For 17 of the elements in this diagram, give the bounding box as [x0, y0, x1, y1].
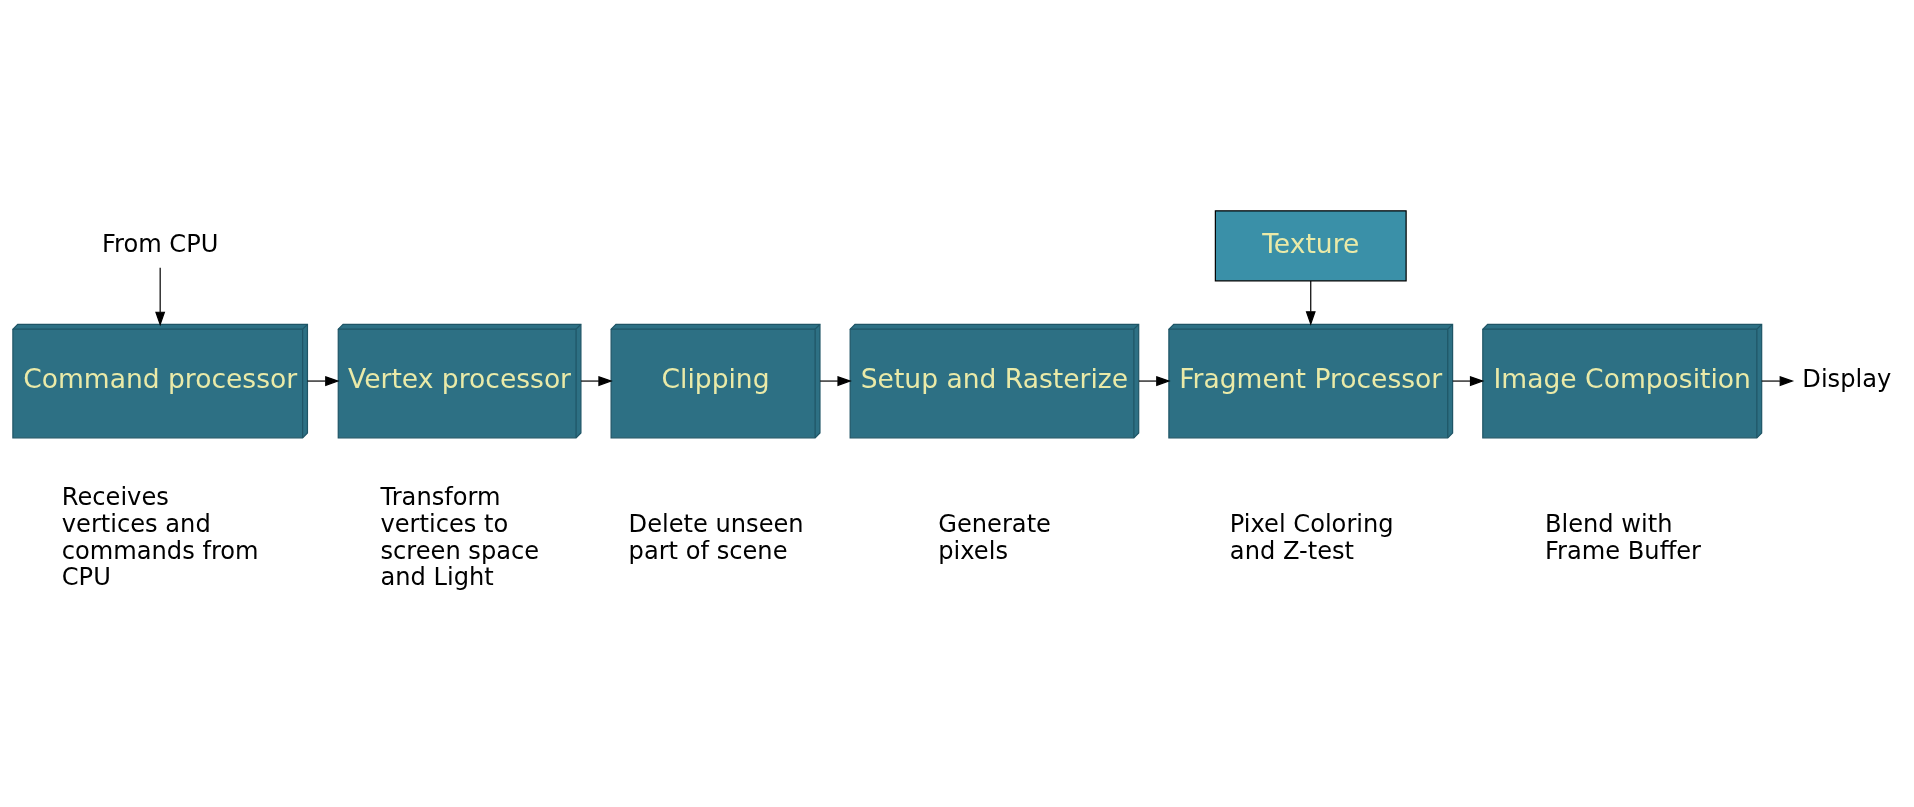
- node-label: Generate pixels: [938, 509, 1051, 565]
- arrow: [819, 375, 852, 386]
- node-text: Display: [1802, 364, 1892, 393]
- node-box: Texture: [1214, 209, 1407, 281]
- node-label: Receives vertices and commands from CPU: [61, 482, 259, 591]
- arrow: [1138, 375, 1171, 386]
- node-label: Delete unseen part of scene: [628, 509, 804, 565]
- node-label: Blend with Frame Buffer: [1544, 509, 1702, 565]
- arrow: [1305, 279, 1316, 326]
- arrow: [580, 375, 613, 386]
- node-text: From CPU: [101, 229, 219, 258]
- arrow: [155, 266, 166, 326]
- node-label: Transform vertices to screen space and Light: [380, 482, 540, 591]
- arrow: [306, 375, 340, 386]
- arrow: [1452, 375, 1485, 386]
- arrow: [1761, 375, 1795, 386]
- node-label: Pixel Coloring and Z-test: [1229, 509, 1394, 565]
